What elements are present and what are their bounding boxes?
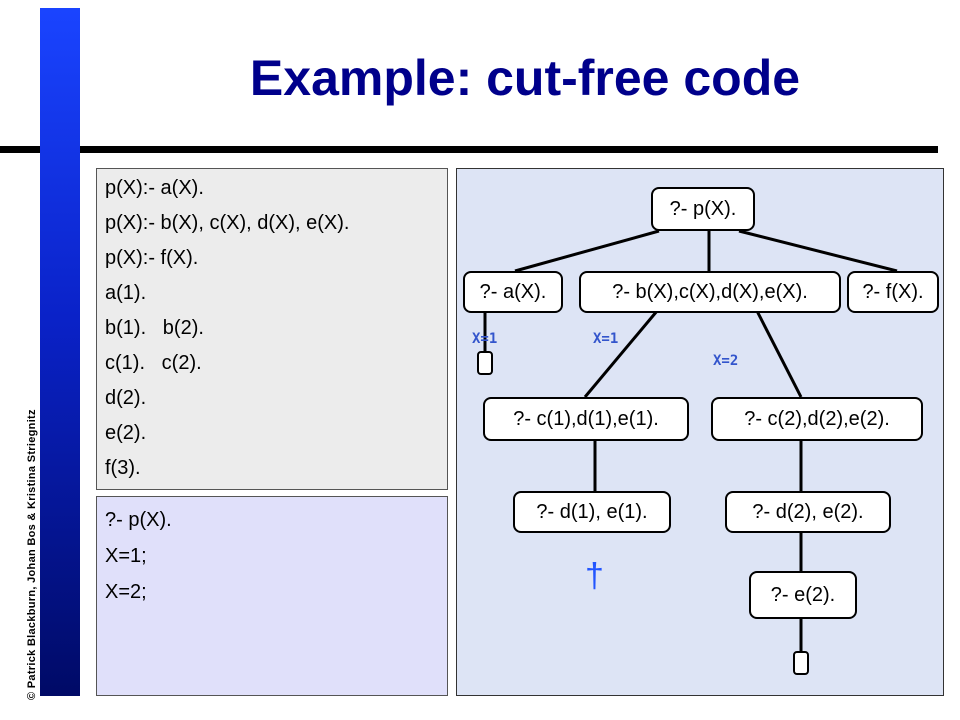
code-line: f(3).	[105, 457, 141, 479]
tree-node-c2: ?- c(2),d(2),e(2).	[711, 397, 923, 441]
failure-dagger-icon: †	[585, 557, 604, 595]
tree-node-e2: ?- e(2).	[749, 571, 857, 619]
query-line: X=2;	[105, 581, 147, 603]
branch-label-a: X=1	[472, 331, 498, 347]
branch-label-b2: X=2	[713, 353, 739, 369]
rule-left	[0, 146, 40, 153]
tree-node-c1: ?- c(1),d(1),e(1).	[483, 397, 689, 441]
rule-right	[80, 146, 938, 153]
query-line: ?- p(X).	[105, 509, 172, 531]
edge-root-f	[738, 229, 898, 273]
code-line: c(1). c(2).	[105, 352, 202, 374]
code-line: d(2).	[105, 387, 147, 409]
branch-label-b1: X=1	[593, 331, 619, 347]
query-line: X=1;	[105, 545, 147, 567]
tree-edges	[483, 229, 898, 651]
code-line: e(2).	[105, 422, 147, 444]
edge-b-c1	[583, 310, 659, 398]
program-code-box: p(X):- a(X). p(X):- b(X), c(X), d(X), e(…	[96, 168, 448, 490]
success-leaf-a	[477, 351, 493, 375]
page-title: Example: cut-free code	[249, 50, 801, 106]
tree-node-b: ?- b(X),c(X),d(X),e(X).	[579, 271, 841, 313]
edge-root-a	[514, 229, 660, 273]
code-line: a(1).	[105, 282, 147, 304]
success-leaf-e2	[793, 651, 809, 675]
tree-node-d1: ?- d(1), e(1).	[513, 491, 671, 533]
code-line: p(X):- b(X), c(X), d(X), e(X).	[105, 212, 350, 234]
code-line: b(1). b(2).	[105, 317, 204, 339]
copyright-notice: © Patrick Blackburn, Johan Bos & Kristin…	[26, 409, 38, 700]
tree-node-root: ?- p(X).	[651, 187, 755, 231]
tree-node-d2: ?- d(2), e(2).	[725, 491, 891, 533]
code-line: p(X):- a(X).	[105, 177, 204, 199]
tree-node-f: ?- f(X).	[847, 271, 939, 313]
search-tree-panel: ?- p(X). ?- a(X). ?- b(X),c(X),d(X),e(X)…	[456, 168, 944, 696]
tree-node-a: ?- a(X).	[463, 271, 563, 313]
sidebar-bar	[40, 8, 80, 696]
query-box: ?- p(X). X=1; X=2;	[96, 496, 448, 696]
code-line: p(X):- f(X).	[105, 247, 199, 269]
edge-b-c2	[755, 310, 803, 398]
